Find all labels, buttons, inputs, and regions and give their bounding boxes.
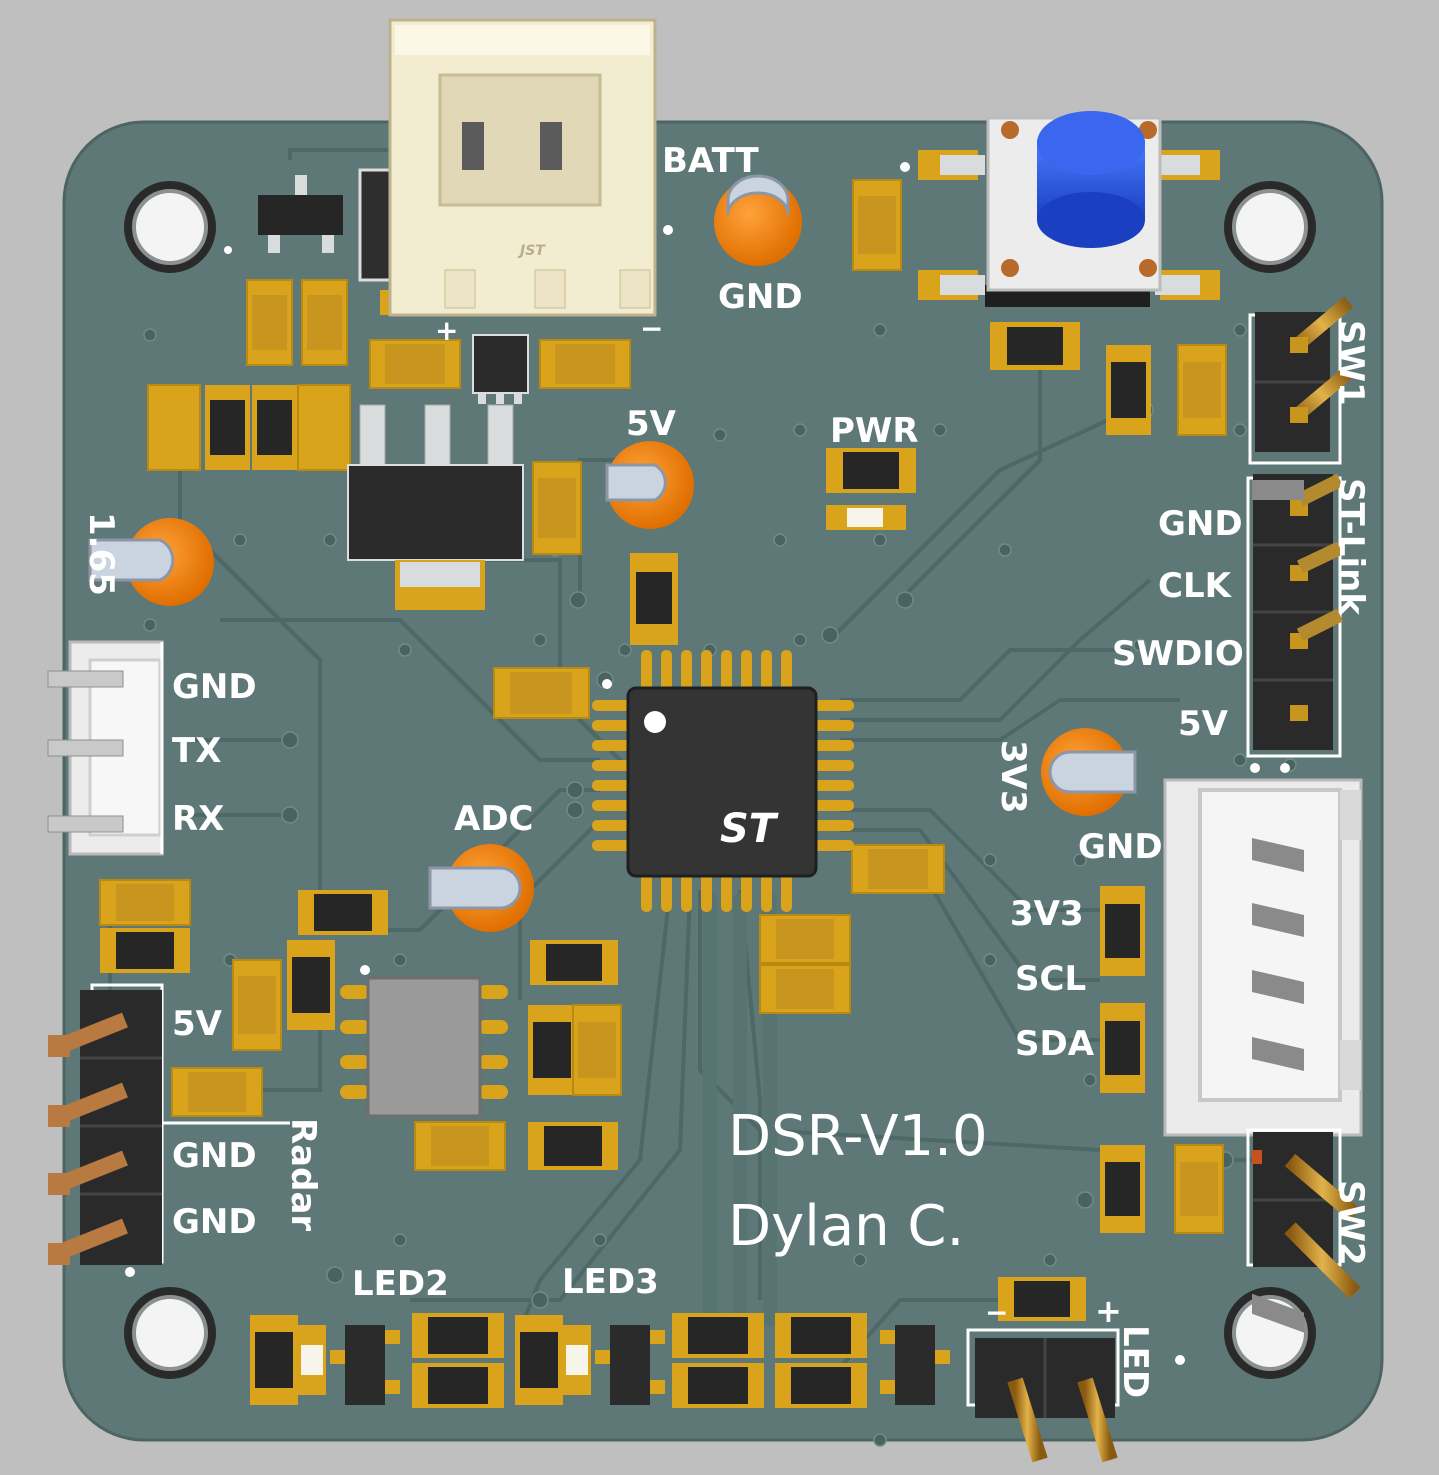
radar-header — [48, 983, 290, 1265]
label-adc: ADC — [454, 799, 534, 839]
small-ic-top — [472, 334, 529, 404]
label-radar-5v: 5V — [172, 1004, 223, 1044]
soic8-chip — [340, 965, 508, 1118]
label-batt: BATT — [662, 141, 760, 181]
i2c-pins — [1252, 838, 1304, 1071]
label-uart-tx: TX — [172, 731, 221, 771]
svg-text:JST: JST — [517, 243, 546, 259]
sot23-top-left — [258, 175, 343, 253]
silk-dots — [125, 225, 1185, 1365]
svg-text:ST: ST — [720, 806, 779, 852]
label-i2c-scl: SCL — [1015, 959, 1086, 999]
label-uart-rx: RX — [172, 799, 224, 839]
label-stlink-5v: 5V — [1178, 704, 1229, 744]
board-author: Dylan C. — [728, 1194, 964, 1259]
label-radar-gnd1: GND — [172, 1136, 257, 1176]
label-led-plus: + — [1095, 1292, 1122, 1330]
voltage-regulator — [347, 404, 524, 610]
stm32-mcu: ST — [592, 650, 854, 912]
uart-connector — [47, 640, 164, 856]
sw1-header — [1248, 296, 1354, 465]
label-i2c-gnd: GND — [1078, 827, 1163, 867]
label-led-minus: − — [985, 1296, 1008, 1329]
label-stlink-gnd: GND — [1158, 504, 1243, 544]
jst-battery-connector: JST — [358, 18, 657, 317]
sot23-bottom — [330, 1325, 950, 1405]
label-batt-plus: + — [435, 314, 458, 347]
passive-components — [99, 179, 1227, 1408]
label-pwr: PWR — [830, 411, 919, 451]
label-sw2: SW2 — [1331, 1180, 1371, 1266]
label-stlink-title: ST-Link — [1331, 478, 1371, 616]
tactile-switch — [900, 111, 1220, 307]
label-led-title: LED — [1115, 1325, 1155, 1398]
board-name: DSR-V1.0 — [728, 1104, 988, 1169]
label-radar-gnd2: GND — [172, 1202, 257, 1242]
label-gnd-top: GND — [718, 277, 803, 317]
label-3v3-tp: 3V3 — [993, 740, 1033, 814]
sw2-header — [1246, 1128, 1361, 1299]
label-5v-tp: 5V — [626, 404, 677, 444]
test-points — [88, 174, 1137, 932]
label-i2c-3v3: 3V3 — [1010, 894, 1084, 934]
label-led2: LED2 — [352, 1264, 449, 1304]
label-sw1: SW1 — [1331, 320, 1371, 406]
stlink-header — [1246, 473, 1344, 773]
label-radar-title: Radar — [283, 1118, 323, 1231]
label-led3: LED3 — [562, 1262, 659, 1302]
label-uart-gnd: GND — [172, 667, 257, 707]
led-connector — [966, 1328, 1120, 1463]
label-stlink-swdio: SWDIO — [1112, 634, 1244, 674]
label-1v65: 1.65 — [81, 512, 121, 596]
label-stlink-clk: CLK — [1158, 566, 1233, 606]
label-batt-minus: − — [640, 312, 663, 345]
label-i2c-sda: SDA — [1015, 1024, 1095, 1064]
